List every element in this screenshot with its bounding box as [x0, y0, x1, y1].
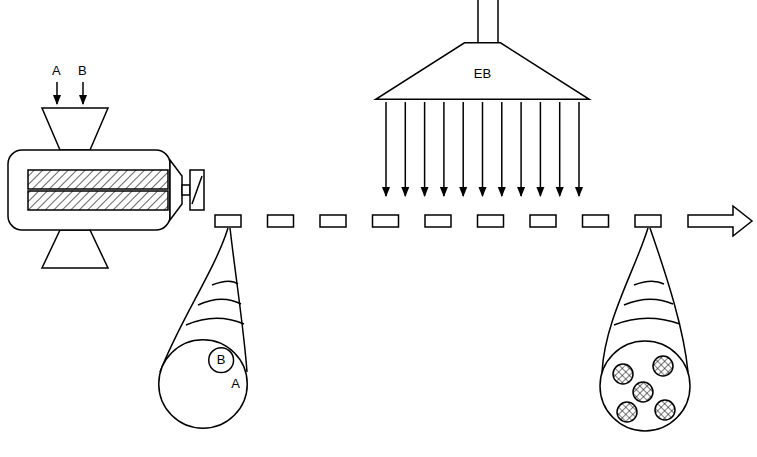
magnified-view [600, 341, 690, 431]
magnified-view: AB [158, 339, 248, 429]
beam-arrow [405, 102, 407, 196]
node-text: EB [474, 67, 491, 81]
beam-arrow [559, 102, 561, 196]
pellet [373, 215, 399, 227]
magnifier-arc [212, 281, 238, 285]
magnifier-arc [624, 299, 673, 305]
screw [28, 170, 168, 189]
extruder-barrel [8, 150, 170, 230]
node-text: A [231, 377, 240, 391]
node-text: B [217, 353, 226, 367]
beam-arrow [578, 102, 580, 196]
pellet [583, 215, 609, 227]
magnifier-arc [614, 318, 680, 325]
extruder-base [42, 230, 108, 268]
die-mark [192, 176, 202, 204]
beam-arrow [501, 102, 503, 196]
eb-hood: EB [375, 42, 590, 100]
feed-label: A [52, 64, 61, 78]
beam-arrow [540, 102, 542, 196]
pellet [215, 215, 241, 227]
magnifier-arc [198, 299, 241, 305]
pellet [530, 215, 556, 227]
beam-arrow [424, 102, 426, 196]
eb-duct [477, 0, 479, 43]
screw [28, 191, 168, 210]
pellet [320, 215, 346, 227]
magnifier-arc [634, 281, 664, 285]
crosslinked-particle [633, 382, 653, 402]
barrel-nozzle [170, 160, 182, 220]
beam-arrow [462, 102, 464, 196]
feed-arrow [56, 82, 58, 104]
pellet [478, 215, 504, 227]
magnifier-arc [186, 318, 244, 325]
pellet [425, 215, 451, 227]
crosslinked-particle [653, 356, 673, 376]
beam-arrow [443, 102, 445, 196]
beam-arrow [385, 102, 387, 196]
pellet [268, 215, 294, 227]
die-plate [190, 170, 204, 210]
flow-arrow [688, 206, 752, 236]
dispersed-particle: B [208, 347, 234, 373]
crosslinked-particle [613, 364, 633, 384]
crosslinked-particle [617, 402, 637, 422]
feed-arrow [82, 82, 84, 104]
feed-label: B [78, 64, 87, 78]
hopper [42, 108, 108, 150]
beam-arrow [482, 102, 484, 196]
pellet [635, 215, 661, 227]
beam-arrow [520, 102, 522, 196]
nozzle-neck [182, 185, 190, 195]
crosslinked-particle [655, 400, 675, 420]
eb-duct [497, 0, 499, 43]
